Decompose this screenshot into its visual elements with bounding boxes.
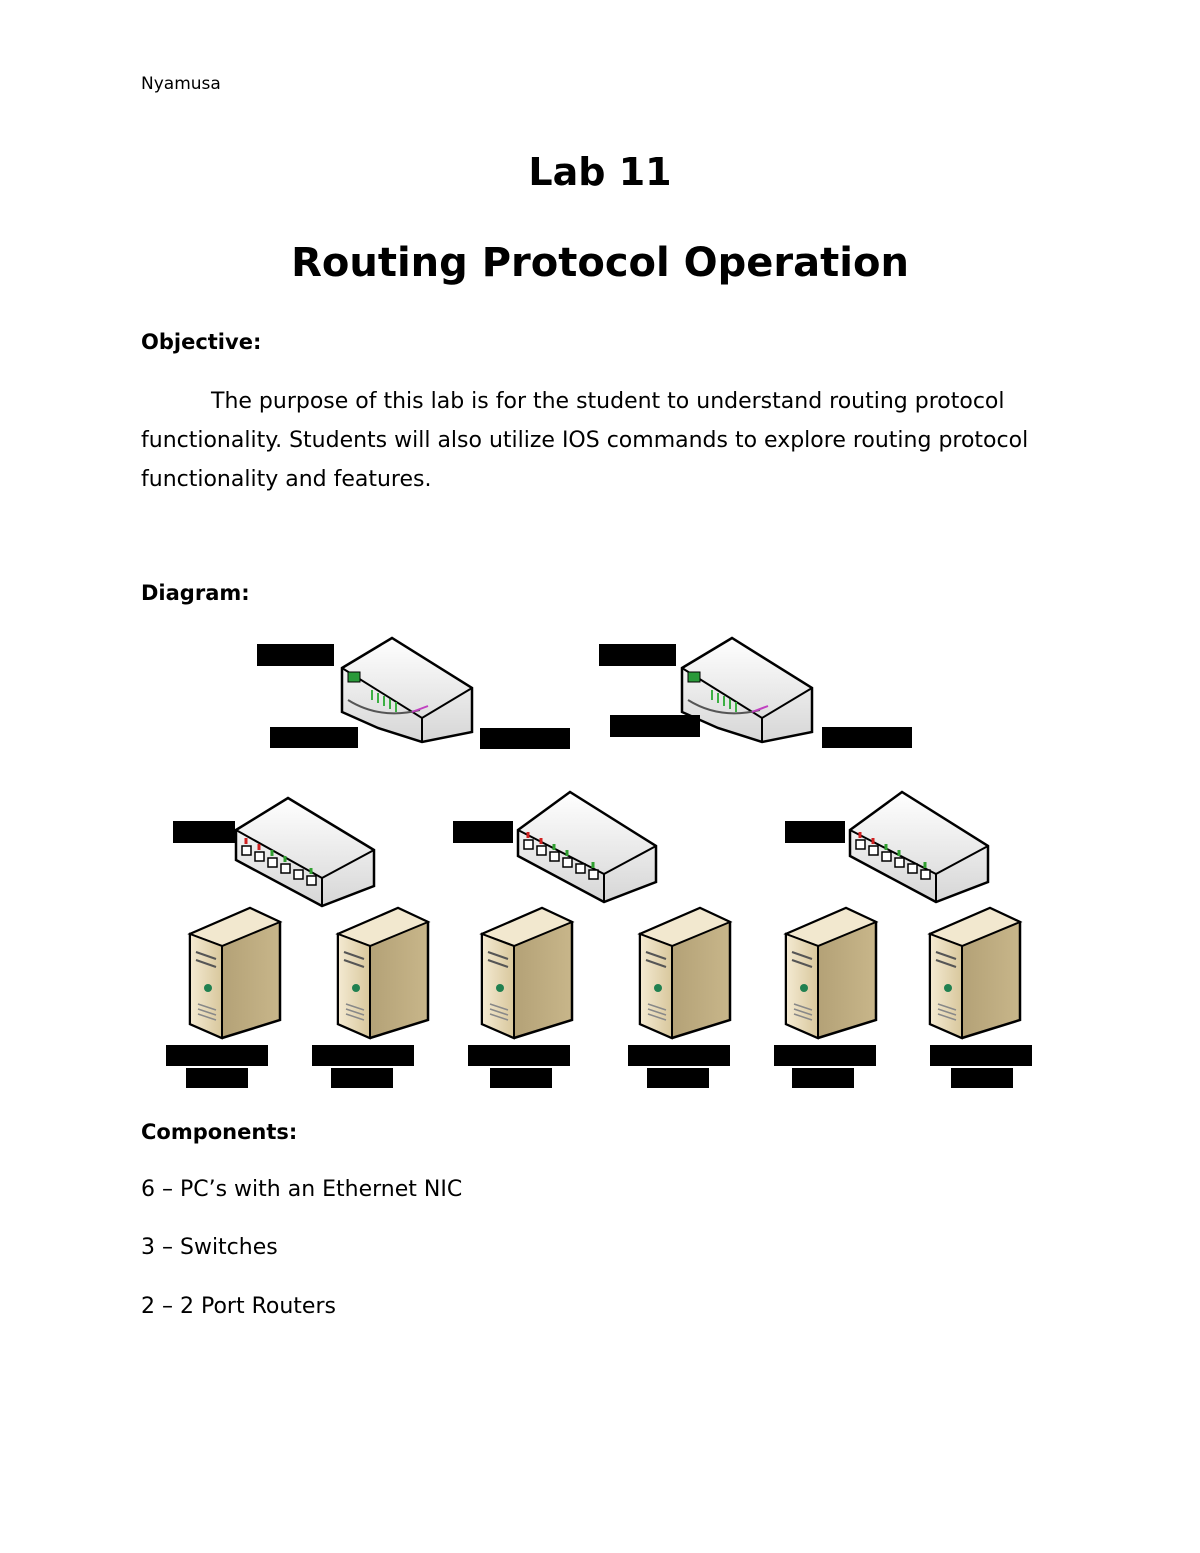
redacted-label	[257, 644, 334, 666]
objective-text: The purpose of this lab is for the stude…	[141, 389, 1029, 492]
router-2	[680, 636, 814, 744]
redacted-label	[792, 1068, 854, 1088]
switch-2	[516, 790, 658, 904]
pc-tower-3	[479, 906, 575, 1040]
redacted-label	[173, 821, 235, 843]
redacted-label	[610, 715, 700, 737]
title-lab-name: Routing Protocol Operation	[291, 240, 909, 286]
redacted-label	[186, 1068, 248, 1088]
redacted-label	[599, 644, 676, 666]
redacted-label	[468, 1045, 570, 1066]
title-lab-number: Lab 11	[528, 150, 672, 194]
redacted-label	[774, 1045, 876, 1066]
objective-paragraph: The purpose of this lab is for the stude…	[141, 382, 1061, 499]
redacted-label	[647, 1068, 709, 1088]
diagram-heading: Diagram:	[141, 581, 250, 605]
pc-tower-6	[927, 906, 1023, 1040]
redacted-label	[930, 1045, 1032, 1066]
pc-tower-1	[187, 906, 283, 1040]
components-heading: Components:	[141, 1120, 298, 1144]
redacted-label	[270, 727, 358, 748]
redacted-label	[331, 1068, 393, 1088]
redacted-label	[951, 1068, 1013, 1088]
redacted-label	[822, 727, 912, 748]
author-name: Nyamusa	[141, 74, 221, 94]
redacted-label	[490, 1068, 552, 1088]
switch-1	[234, 796, 376, 908]
network-diagram	[187, 636, 1023, 1040]
redacted-label	[453, 821, 513, 843]
redacted-label	[785, 821, 845, 843]
component-item: 6 – PC’s with an Ethernet NIC	[141, 1177, 463, 1202]
switch-3	[848, 790, 990, 904]
component-item: 2 – 2 Port Routers	[141, 1294, 336, 1319]
pc-tower-4	[637, 906, 733, 1040]
component-item: 3 – Switches	[141, 1235, 278, 1260]
redacted-label	[166, 1045, 268, 1066]
pc-tower-2	[335, 906, 431, 1040]
redacted-label	[628, 1045, 730, 1066]
pc-tower-5	[783, 906, 879, 1040]
router-1	[340, 636, 474, 744]
redacted-label	[312, 1045, 414, 1066]
objective-heading: Objective:	[141, 330, 262, 354]
redacted-label	[480, 728, 570, 749]
